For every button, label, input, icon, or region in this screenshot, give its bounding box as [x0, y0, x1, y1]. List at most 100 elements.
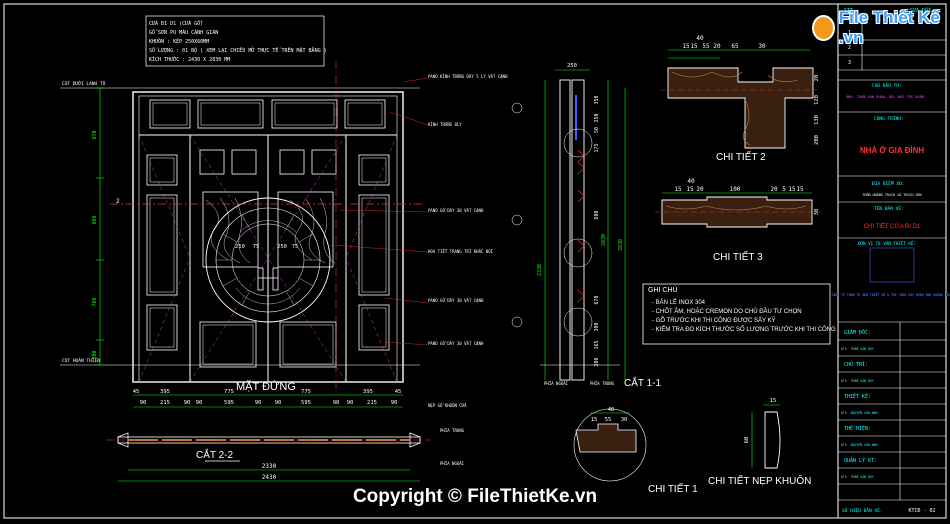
dimension-top: 395: [160, 389, 170, 395]
detail-1-dim: 15: [591, 417, 598, 423]
detail-2-dim: 20: [713, 43, 721, 50]
revision-row: 3: [848, 60, 851, 66]
callout-label: PANO GỖ DÀY 30 VÁT CẠNH: [428, 341, 484, 346]
dimension-bottom: 90: [275, 400, 282, 406]
detail-3-dim: 100: [730, 186, 741, 193]
dimension-top: 45: [395, 389, 402, 395]
logo-icon: [812, 15, 835, 41]
owner-label: CHỦ ĐẦU TƯ:: [872, 81, 902, 89]
detail-2-dim: 15: [682, 43, 690, 50]
detail-trim-view: [751, 404, 781, 469]
revision-row: 2: [848, 45, 851, 51]
company-value: CÔNG TY TNHH TƯ VẤN THIẾT KẾ & THI CÔNG …: [832, 292, 950, 297]
spec-note-line: CỬA ĐI D1 (CỬA GỖ): [149, 20, 203, 27]
section-1-1-small-dim: 165: [594, 340, 600, 349]
detail-1-dim: 30: [621, 417, 628, 423]
revision-row: 1: [848, 30, 851, 36]
elevation-title: MẶT ĐỨNG: [236, 380, 296, 393]
callout-label: PANO GỖ DÀY 30 VÁT CẠNH: [428, 208, 484, 213]
section-1-1-top-dim: 250: [567, 63, 577, 69]
detail-1-title: CHI TIẾT 1: [648, 482, 698, 495]
detail-trim-dim: 60: [744, 437, 750, 444]
section-1-1-small-dim: 350: [594, 95, 600, 104]
arch-dimension: 250: [235, 244, 245, 250]
sheet-border: [3, 3, 947, 519]
project-label: CÔNG TRÌNH:: [874, 115, 904, 122]
arch-dimension: 75: [253, 244, 260, 250]
dimension-bottom: 215: [367, 400, 377, 406]
notes-item: - GỖ TRƯỚC KHI THI CÔNG ĐƯỢC SẤY KỸ: [652, 317, 776, 324]
section-1-1-label: PHÍA TRONG: [590, 381, 615, 386]
detail-2-title: CHI TIẾT 2: [716, 150, 766, 163]
detail-3-dim: 15: [686, 186, 694, 193]
section-1-1-dim: 2330: [537, 264, 543, 276]
notes-heading: GHI CHÚ: [648, 285, 678, 294]
level-bottom-label: COT HOÀN THIỆN: [62, 356, 100, 364]
arch-dimension: 250: [277, 244, 287, 250]
section-2-2-dim: 2430: [262, 474, 277, 481]
dimension-bottom: 595: [301, 400, 311, 406]
left-dimension: 780: [92, 297, 98, 306]
spec-note-line: KHUÔN : KÉP 250X60MM: [149, 37, 209, 45]
project-value: NHÀ Ở GIA ĐÌNH: [860, 146, 925, 155]
detail-2-dim: 40: [696, 35, 704, 42]
watermark-logo-text: File Thiết Kế .vn: [838, 8, 940, 47]
detail-2-side-dim: 130: [814, 115, 820, 125]
role-label: THIẾT KẾ:: [844, 392, 871, 400]
detail-2-side-dim: 20: [814, 75, 820, 82]
left-dimension: 870: [92, 130, 98, 139]
role-name: KTS. TRẦN VĂN HUY: [841, 474, 874, 479]
callout-label: HOA TIẾT TRANG TRÍ KHẮC NỔI: [428, 249, 494, 254]
revision-header: SỬA ĐỔI: [910, 7, 931, 14]
section-1-1-small-dim: 670: [594, 295, 600, 304]
elevation-view: [60, 60, 429, 408]
notes-item: - CHỐT ÂM, HOẶC CREMON DO CHỦ ĐẦU TƯ CHỌ…: [652, 308, 802, 315]
detail-3-dim: 20: [770, 186, 778, 193]
section-2-2-dim: 2330: [262, 463, 277, 470]
sheet-value: KTCĐ - 02: [908, 508, 935, 514]
detail-1-dim: 55: [605, 417, 612, 423]
detail-2-dim: 30: [758, 43, 766, 50]
detail-2-side-dim: 120: [814, 95, 820, 105]
level-top-label: COT DƯỚI LANH TÔ: [62, 80, 106, 87]
detail-3-dim: 15: [674, 186, 682, 193]
callout-label: PHÍA NGOÀI: [440, 461, 465, 466]
spec-note-line: SỐ LƯỢNG : 01 BỘ ( XEM LẠI CHIỀU MỞ THỰC…: [149, 46, 327, 54]
detail-2-dim: 65: [731, 43, 739, 50]
dimension-bottom: 90: [255, 400, 262, 406]
section-1-1-small-dim: 250: [594, 113, 600, 122]
revision-header: STT: [844, 8, 853, 14]
designer-label: ĐƠN VỊ TƯ VẤN THIẾT KẾ:: [858, 241, 916, 246]
dimension-top: 395: [363, 389, 373, 395]
section-1-1-small-dim: 175: [594, 143, 600, 152]
copyright-watermark: Copyright © FileThietKe.vn: [352, 486, 598, 507]
role-label: CHỦ TRÌ:: [844, 360, 868, 368]
section-1-1-small-dim: 200: [594, 357, 600, 366]
dimension-bottom: 595: [224, 400, 234, 406]
detail-2-side-dim: 200: [814, 135, 820, 145]
spec-note-frame: [145, 15, 325, 67]
left-dimension: 880: [92, 215, 98, 224]
callout-label: PANO GỖ DÀY 30 VÁT CẠNH: [428, 298, 484, 303]
detail-3-view: [655, 192, 820, 228]
section-2-2-title: CẮT 2-2: [196, 448, 233, 461]
detail-3-dim: 40: [687, 178, 695, 185]
section-1-1-view: [511, 69, 626, 381]
detail-3-side-dim: 30: [814, 209, 820, 216]
role-name: KTS. TRẦN VĂN HUY: [841, 346, 874, 351]
callout-label: NẸP GỖ KHUÔN CỬA: [428, 403, 467, 408]
notes-frame: [642, 283, 831, 345]
role-name: KTS. TRẦN VĂN HUY: [841, 378, 874, 383]
drawing-value: CHI TIẾT CỬA ĐI D1: [864, 223, 921, 230]
detail-1-view: [573, 408, 647, 482]
drawing-label: TÊN BẢN VẼ:: [874, 204, 904, 212]
section-2-2-view: [106, 432, 430, 482]
dimension-bottom: 215: [160, 400, 170, 406]
title-block-grid: [838, 15, 946, 501]
role-label: GIÁM ĐỐC:: [844, 329, 871, 336]
role-name: KTS. NGUYỄN VĂN NAM: [841, 410, 878, 415]
owner-value: ÔNG: TRẦN VĂN KHOA, BÀ: NGÔ THỊ XUÂN: [846, 94, 924, 99]
section-1-1-small-dim: 600: [594, 210, 600, 219]
spec-note-line: GỖ SƠN PU MÀU CÁNH GIÁN: [149, 29, 218, 36]
detail-2-dim: 55: [702, 43, 710, 50]
